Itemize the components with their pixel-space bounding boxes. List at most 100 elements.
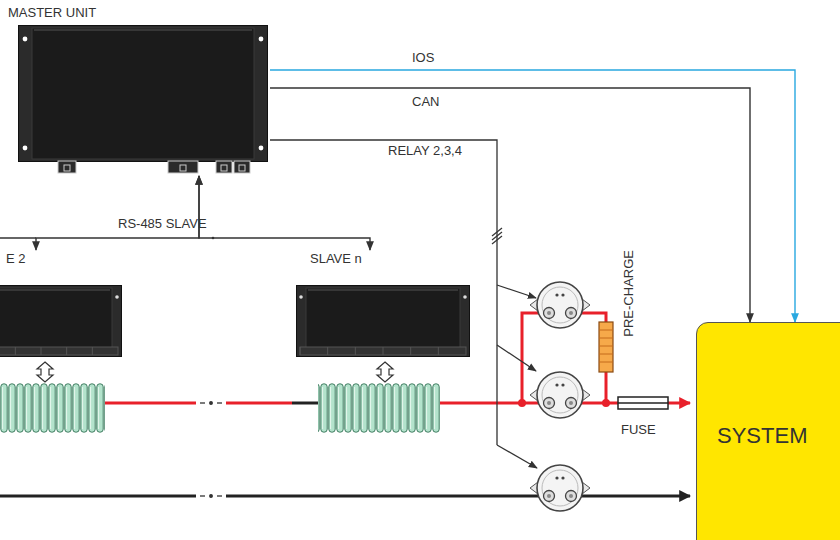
relay-line	[270, 140, 497, 445]
master-unit-housing	[259, 37, 264, 42]
slave-unit-housing	[308, 290, 458, 291]
slave-unit-housing	[92, 347, 93, 355]
bus-name: RS-485 SLAVE	[118, 216, 207, 232]
master-unit-housing	[168, 161, 198, 173]
slave-unit: E 2	[0, 250, 130, 360]
slave-unit-housing	[0, 347, 118, 355]
master-unit-housing	[19, 26, 268, 162]
slave-unit-housing	[115, 295, 119, 299]
master-unit-housing	[64, 165, 70, 171]
relay-line	[492, 232, 502, 240]
precharge-resistor	[599, 322, 613, 372]
unit-name: MASTER UNIT	[8, 4, 96, 21]
wire-break	[217, 402, 222, 403]
slave-unit-housing	[296, 285, 470, 371]
data-arrow	[377, 362, 393, 382]
master-unit-housing	[34, 30, 252, 31]
part-name: FUSE	[621, 422, 656, 438]
precharge-resistor	[599, 322, 613, 372]
wire-break	[217, 495, 222, 496]
signal-name: CAN	[412, 94, 439, 110]
battery-cells	[0, 383, 105, 433]
master-unit-housing	[23, 37, 28, 42]
fuse-symbol	[618, 397, 668, 409]
relay-line	[492, 228, 502, 236]
signal-name: IOS	[412, 50, 434, 66]
positive-wire	[605, 372, 608, 403]
slave-unit-housing	[297, 286, 470, 357]
system-box: SYSTEM	[696, 322, 840, 540]
slave-unit-housing	[438, 347, 439, 355]
master-unit-housing	[180, 165, 186, 171]
slave-unit-housing	[300, 347, 466, 355]
master-unit: MASTER UNIT	[5, 4, 270, 176]
slave-unit-housing	[15, 347, 16, 355]
cell-link	[292, 402, 318, 405]
precharge-resistor	[599, 338, 613, 339]
master-unit-housing	[239, 165, 245, 171]
signal-connector	[270, 70, 795, 322]
relay-line	[492, 236, 502, 244]
slave-unit-housing	[327, 347, 328, 355]
slave-unit-housing	[410, 347, 411, 355]
negative-wire	[226, 495, 690, 498]
slave-unit-housing	[0, 288, 112, 354]
master-unit-housing	[216, 161, 232, 173]
signal-name: RELAY 2,3,4	[388, 143, 462, 159]
slave-unit-housing	[0, 285, 122, 371]
unit-name: SLAVE n	[310, 250, 362, 267]
wire-break	[210, 402, 213, 405]
wire-break	[200, 402, 205, 403]
master-unit-housing	[58, 161, 76, 173]
master-unit-housing	[221, 165, 227, 171]
negative-wire	[0, 495, 196, 498]
master-unit-housing	[259, 146, 264, 151]
positive-wire	[105, 402, 196, 405]
slave-unit-housing	[300, 347, 301, 355]
slave-unit: SLAVE n	[296, 250, 470, 360]
slave-unit-housing	[355, 347, 356, 355]
relay-line	[497, 285, 536, 298]
junction-dot	[518, 399, 526, 407]
master-unit-housing	[23, 146, 28, 151]
precharge-resistor	[599, 330, 613, 331]
contactor-symbol	[530, 282, 590, 328]
wire-break	[210, 495, 213, 498]
system-name: SYSTEM	[717, 423, 807, 449]
data-arrow	[37, 362, 53, 382]
unit-name: E 2	[6, 250, 26, 267]
signal-connector	[36, 176, 199, 250]
positive-wire	[226, 402, 292, 405]
slave-unit-housing	[299, 295, 303, 299]
battery-cells	[318, 383, 440, 433]
contactor-symbol	[530, 372, 590, 418]
contactor-symbol	[530, 465, 590, 511]
part-name: PRE-CHARGE	[621, 250, 637, 337]
slave-unit-housing	[0, 290, 110, 291]
master-unit-housing	[234, 161, 250, 173]
wire-break	[200, 495, 205, 496]
master-unit-housing	[32, 28, 254, 159]
fuse-symbol	[618, 402, 668, 404]
slave-unit-housing	[0, 286, 122, 357]
positive-wire	[440, 402, 618, 405]
junction-dot	[602, 399, 610, 407]
relay-line	[270, 140, 537, 468]
master-unit-housing	[18, 25, 268, 176]
signal-connector	[199, 176, 370, 250]
bus-line	[0, 237, 36, 238]
wire-break	[200, 402, 222, 498]
fuse-symbol	[618, 397, 668, 409]
slave-unit-housing	[66, 347, 67, 355]
precharge-resistor	[599, 346, 613, 347]
precharge-resistor	[599, 362, 613, 363]
precharge-resistor	[599, 354, 613, 355]
positive-wire	[668, 402, 690, 405]
relay-line	[497, 445, 537, 468]
negative-wire	[0, 495, 690, 498]
slave-unit-housing	[306, 288, 460, 354]
relay-line	[497, 345, 536, 371]
